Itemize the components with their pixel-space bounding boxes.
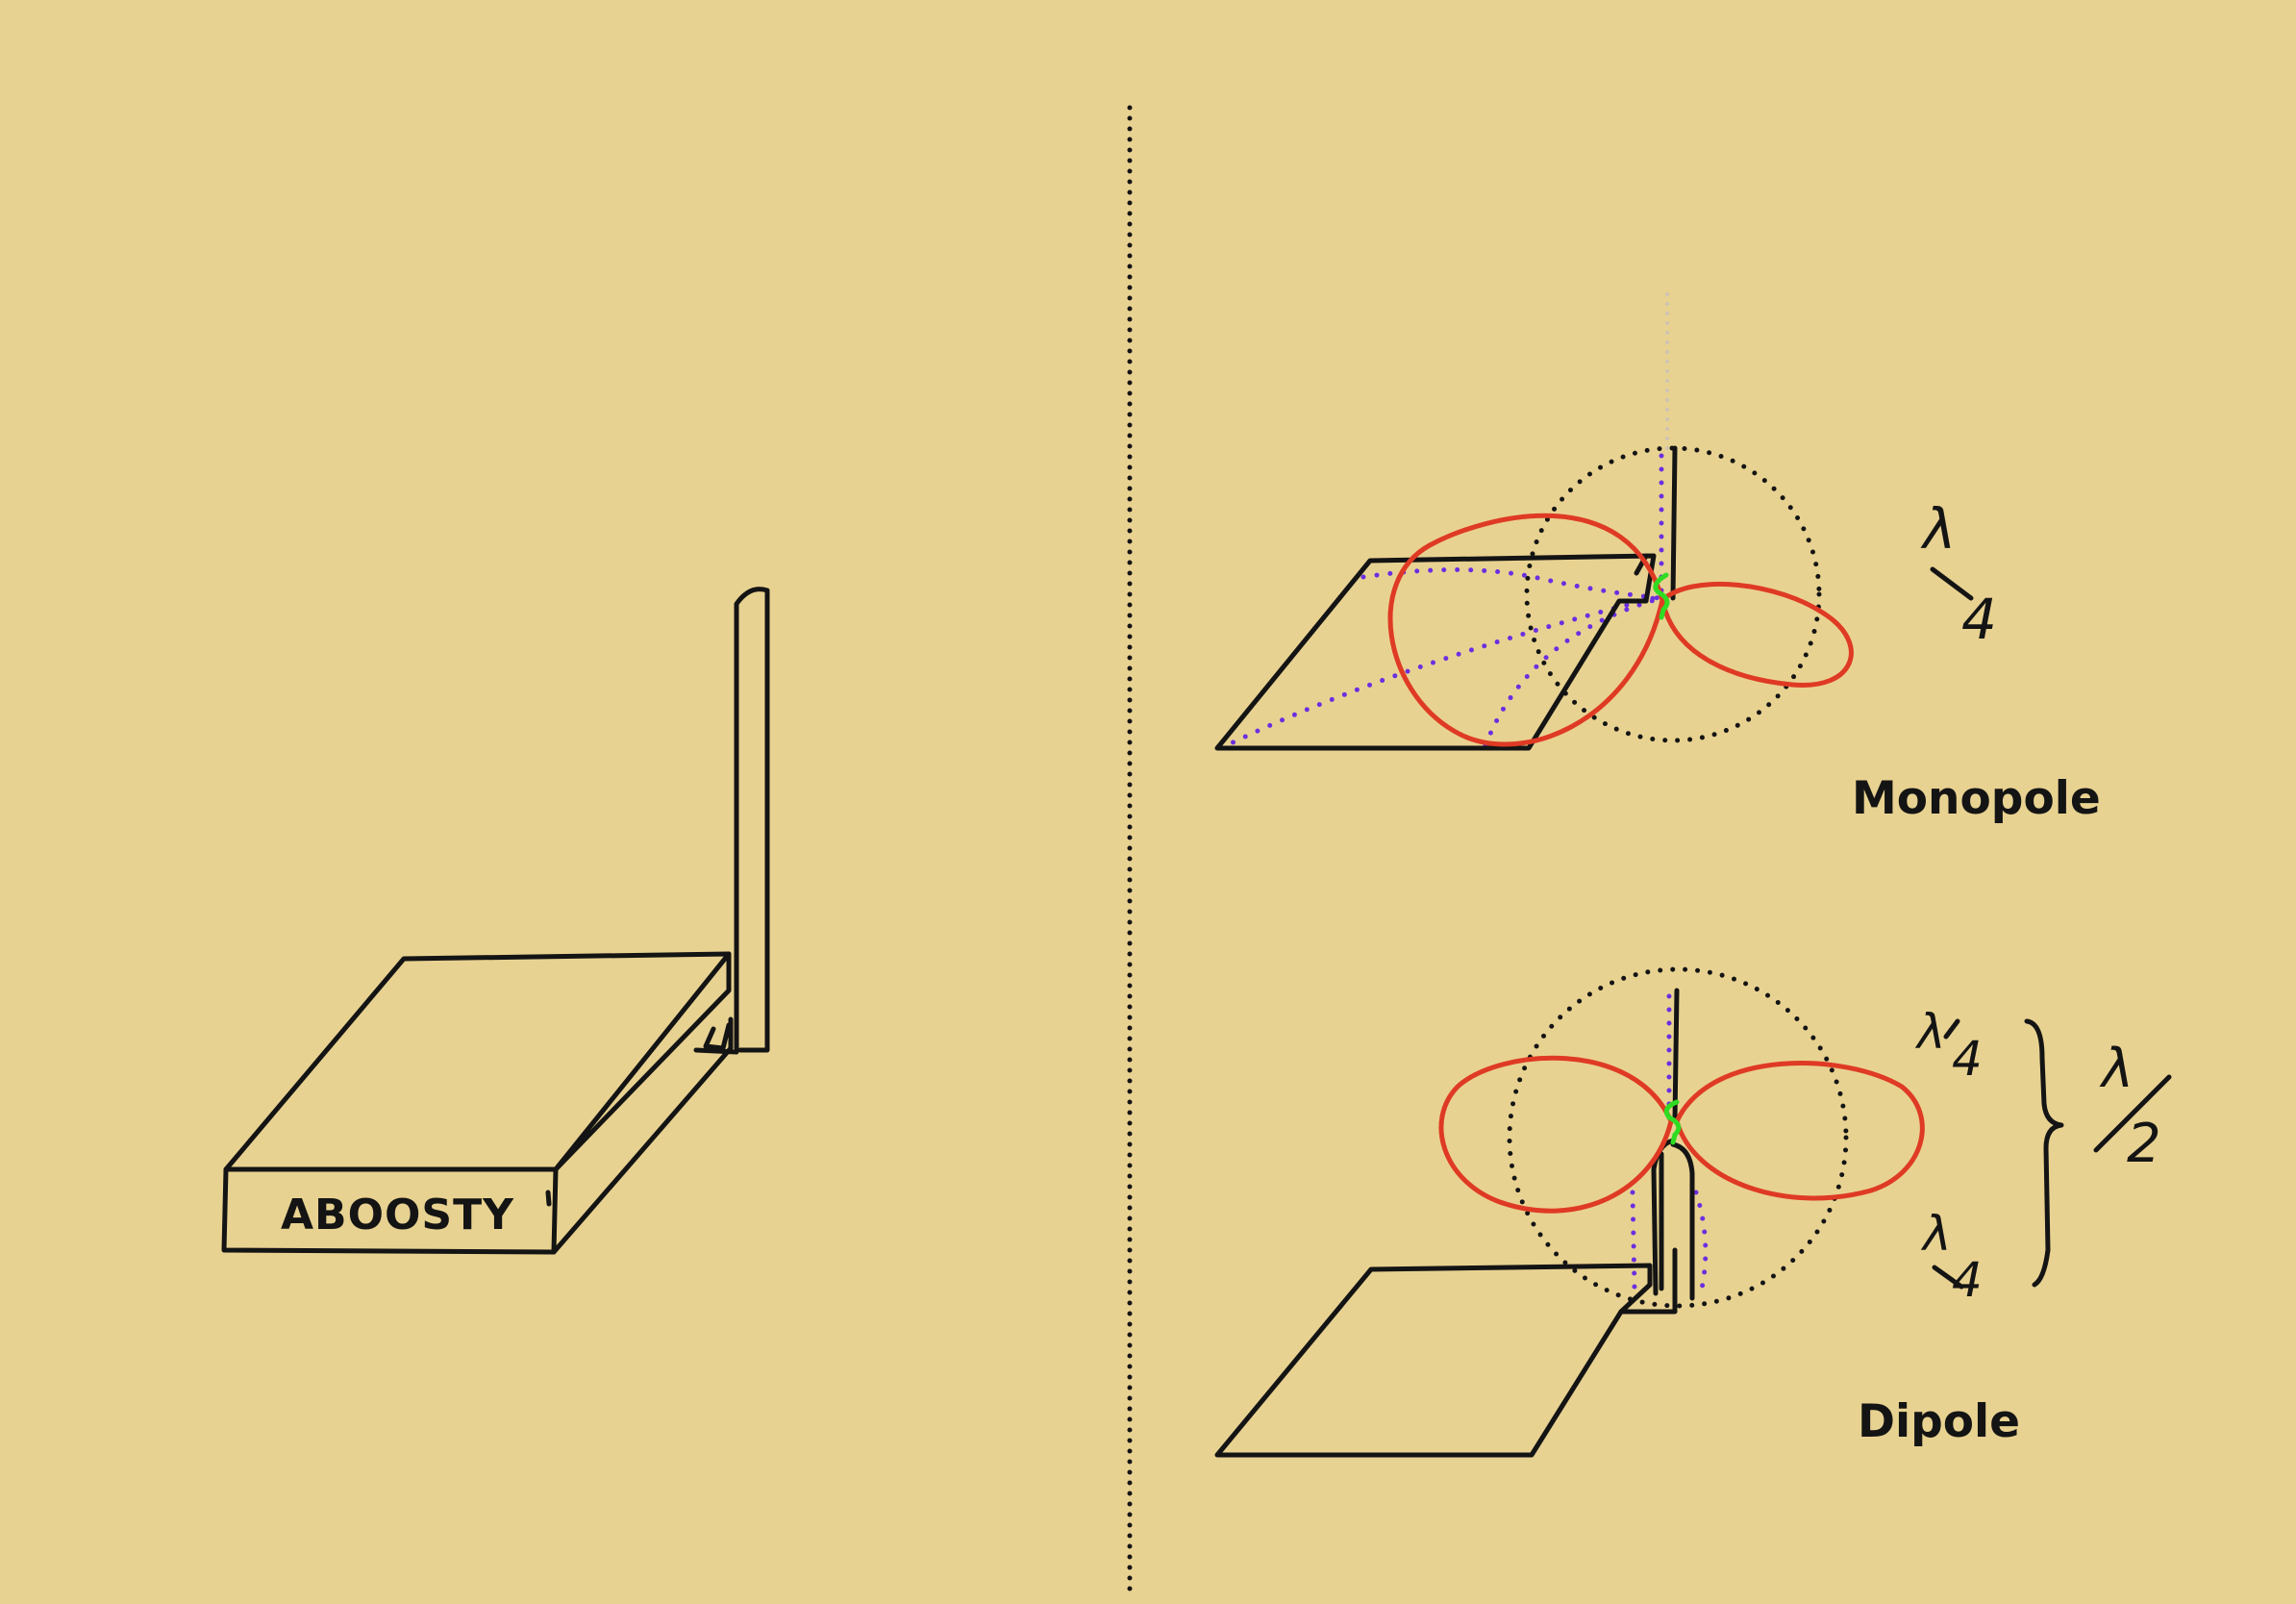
svg-text:λ: λ xyxy=(1920,1206,1952,1262)
dipole-upper-length-label: λ 4 xyxy=(1914,1004,1983,1087)
dipole-ground-projection xyxy=(1630,993,1709,1291)
svg-text:4: 4 xyxy=(1952,1252,1983,1308)
router-brand-label: ABOOSTY xyxy=(281,1190,514,1240)
dipole-ground-plane xyxy=(1214,1263,1653,1458)
dipole-lower-length-label: λ 4 xyxy=(1920,1206,1983,1308)
dipole-radiation-lobe-left xyxy=(1438,1055,1674,1214)
denominator-4: 4 xyxy=(1961,587,1997,652)
antenna-hinge xyxy=(693,1022,739,1055)
svg-text:λ: λ xyxy=(2099,1038,2134,1100)
monopole-ground-plane xyxy=(1214,553,1657,751)
router-antenna xyxy=(734,587,770,1053)
dipole-antenna-upper xyxy=(1672,988,1680,1123)
dipole-title: Dipole xyxy=(1858,1395,2020,1448)
monopole-antenna xyxy=(1670,445,1678,601)
dipole-radiation-lobe-right xyxy=(1674,1061,1925,1201)
svg-text:2: 2 xyxy=(2127,1113,2161,1175)
monopole-ground-projection xyxy=(1218,453,1664,751)
lambda-symbol: λ xyxy=(1920,496,1956,562)
monopole-feed-point xyxy=(1653,572,1670,620)
monopole-radiation-lobe-left xyxy=(1387,513,1665,747)
dipole-feed-point xyxy=(1663,1099,1682,1145)
monopole-length-label: λ 4 xyxy=(1920,496,1997,652)
router-front-face xyxy=(221,1166,559,1255)
router-illustration: ABOOSTY xyxy=(221,587,770,1255)
brand-tick-mark xyxy=(545,1190,552,1207)
dipole-diagram: λ 4 λ 4 λ 2 Dipole xyxy=(1214,966,2172,1458)
monopole-title: Monopole xyxy=(1852,772,2101,825)
monopole-diagram: λ 4 Monopole xyxy=(1214,292,2101,825)
dipole-total-brace xyxy=(2024,1018,2064,1288)
svg-text:λ: λ xyxy=(1914,1004,1946,1060)
dipole-total-length-label: λ 2 xyxy=(2093,1038,2172,1175)
dipole-reference-sphere xyxy=(1507,966,1849,1309)
monopole-radiation-lobe-right xyxy=(1660,582,1854,688)
router-side-face xyxy=(551,951,734,1255)
svg-text:4: 4 xyxy=(1952,1031,1983,1087)
